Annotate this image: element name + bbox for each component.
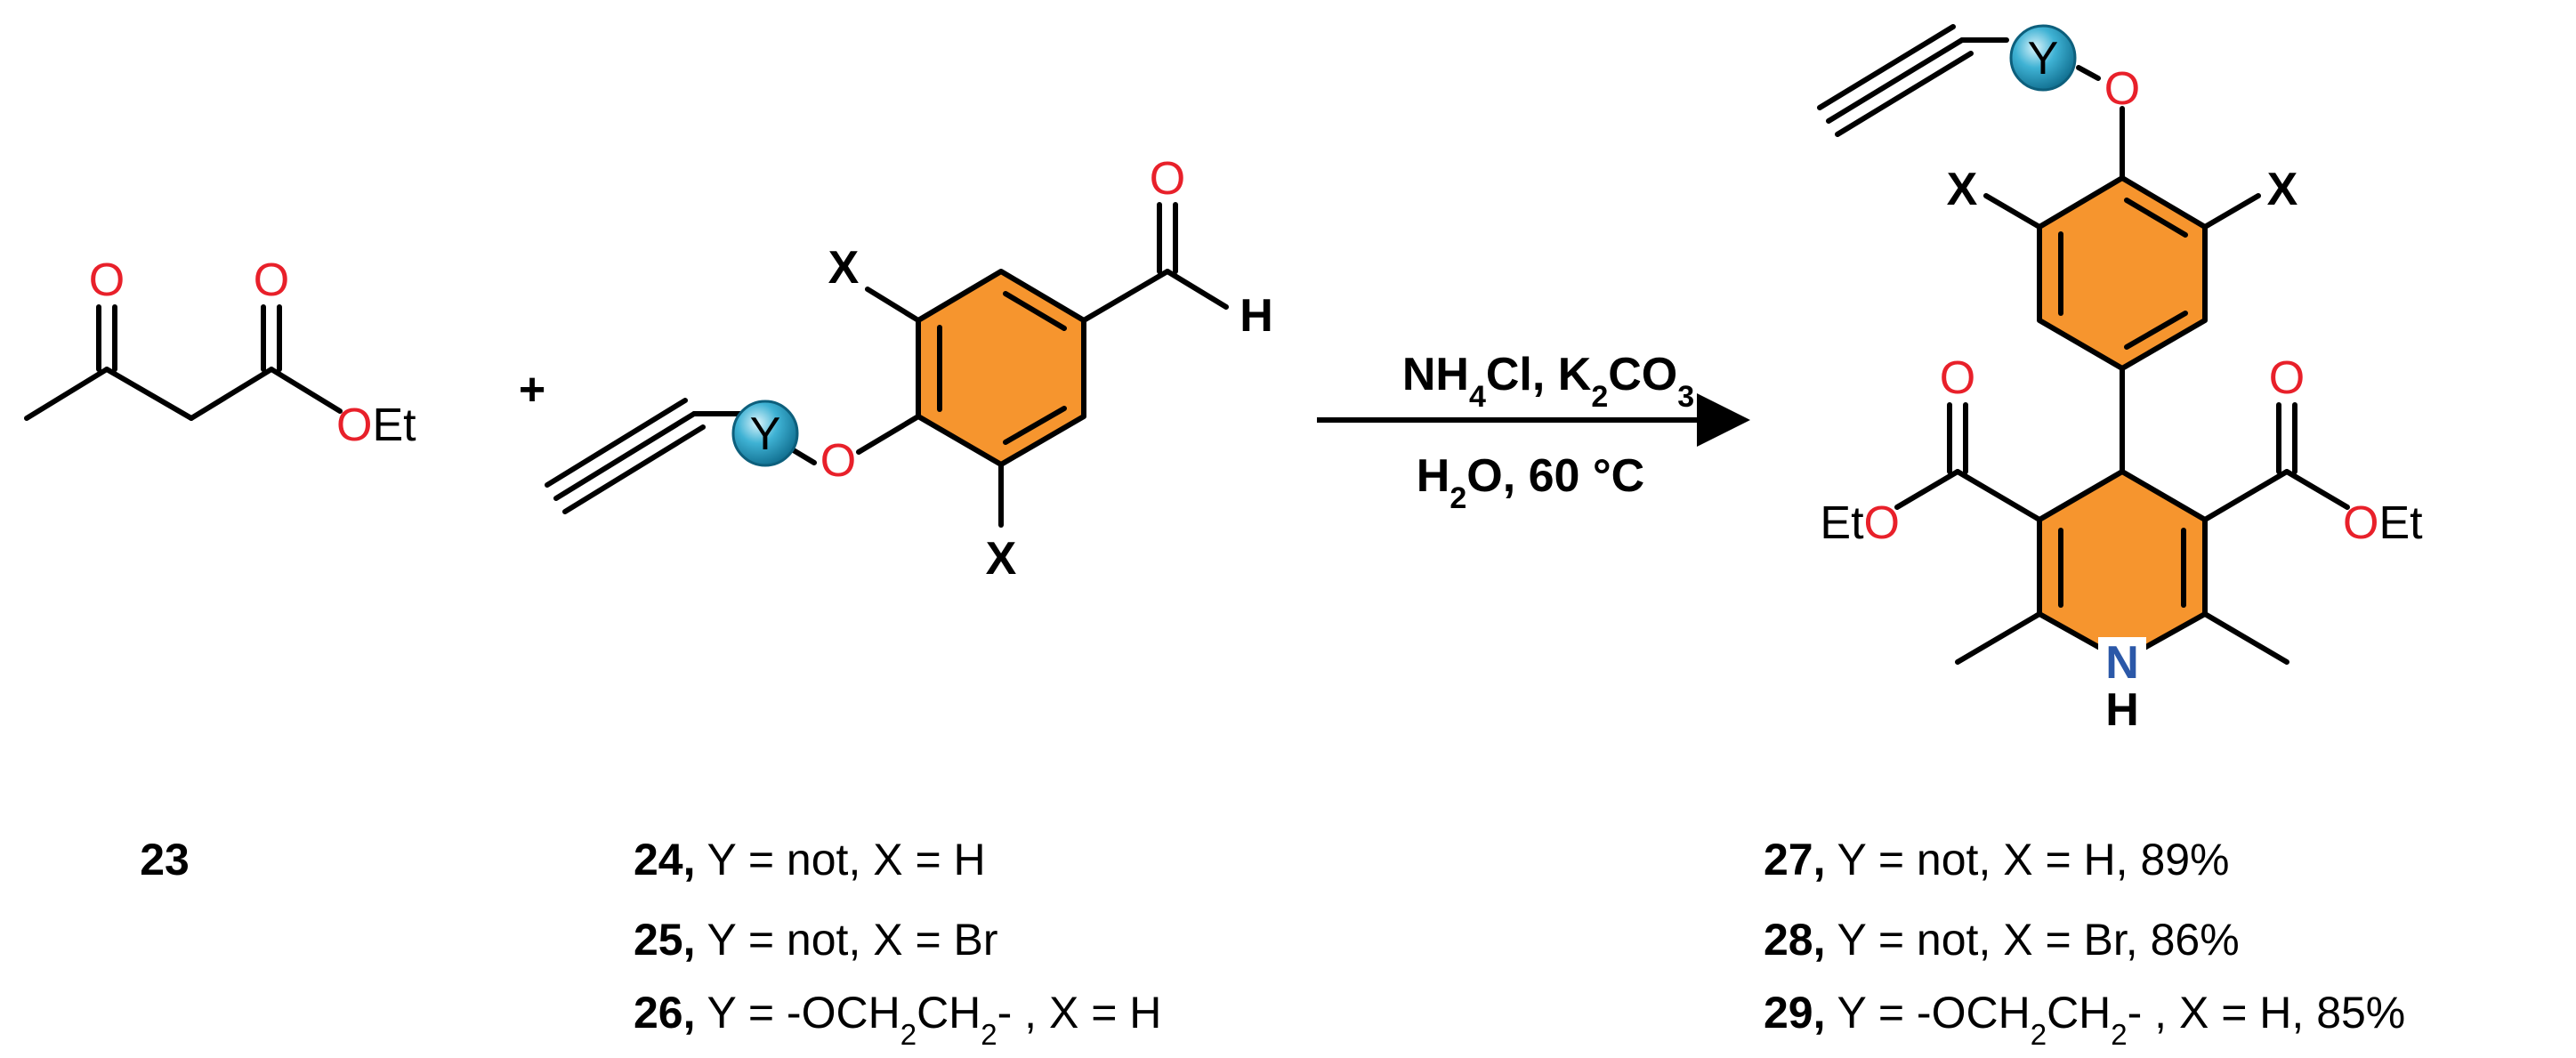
left-carbonyl-oxygen: O (1940, 352, 1975, 404)
dihydropyridine-ring (2037, 469, 2208, 663)
ketone-oxygen-label: O (89, 254, 125, 306)
ethoxy-left-o: O (1864, 497, 1900, 549)
benzene-ring-aldehyde (916, 269, 1086, 467)
label-compound-27: 27, Y = not, X = H, 89% (1764, 835, 2230, 884)
aldehyde-h-label: H (1240, 290, 1273, 342)
nitrogen-label: N (2105, 637, 2139, 689)
x-label-bottom: X (986, 533, 1017, 585)
label-compound-26: 26, Y = -OCH2CH2- , X = H (634, 988, 1161, 1051)
y-label-aldehyde: Y (750, 408, 781, 460)
y-sphere-product (2009, 24, 2077, 92)
x-label-product-right: X (2267, 164, 2298, 215)
ethoxy-left-et: Et (1820, 497, 1864, 549)
ethoxy-label-left: EtO (1820, 497, 1900, 549)
compound-23-structure (24, 304, 343, 421)
compound-24-structure (545, 202, 1229, 528)
nh-hydrogen-label: H (2105, 684, 2139, 736)
conditions-line-2: H2O, 60 °C (1417, 450, 1644, 515)
benzene-ring-product (2037, 175, 2208, 371)
y-sphere-aldehyde (731, 400, 799, 467)
right-carbonyl-oxygen: O (2269, 352, 2305, 404)
label-compound-29: 29, Y = -OCH2CH2- , X = H, 85% (1764, 988, 2405, 1051)
product-27-structure (1817, 24, 2350, 685)
ester-oxygen-label: O (254, 254, 289, 306)
y-label-product: Y (2028, 33, 2059, 85)
plus-sign: + (519, 364, 545, 416)
x-label-product-left: X (1947, 164, 1978, 215)
ethoxy-o: O (336, 400, 372, 451)
label-compound-25: 25, Y = not, X = Br (634, 915, 998, 965)
ethoxy-right-o: O (2343, 497, 2378, 549)
para-oxygen-label: O (2104, 63, 2140, 115)
aldehyde-oxygen-label: O (1150, 153, 1185, 205)
ether-oxygen-label: O (820, 435, 856, 487)
ethoxy-right-et: Et (2378, 497, 2423, 549)
x-label-top-left: X (828, 242, 860, 294)
ethoxy-label-right: OEt (2343, 497, 2423, 549)
ethoxy-et: Et (372, 400, 416, 451)
label-compound-23: 23 (140, 835, 190, 884)
label-compound-28: 28, Y = not, X = Br, 86% (1764, 915, 2240, 965)
conditions-line-1: NH4Cl, K2CO3 (1402, 349, 1694, 414)
ethoxy-label-23: OEt (336, 400, 416, 451)
label-compound-24: 24, Y = not, X = H (634, 835, 986, 884)
